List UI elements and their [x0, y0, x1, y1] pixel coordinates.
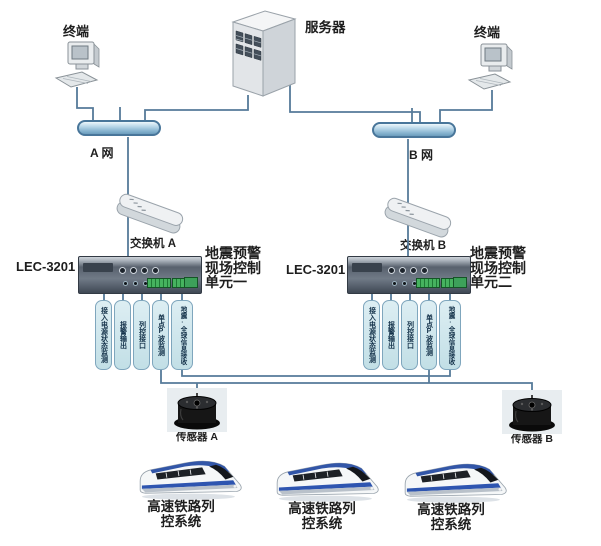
terminal-a-label: 终端: [63, 24, 90, 39]
train-a-icon: [139, 460, 242, 500]
terminal-b-icon: [467, 43, 513, 90]
train-c-label: 高速铁路列 控系统: [417, 502, 485, 532]
terminal-b-label: 终端: [474, 25, 501, 40]
network-a-bus: [77, 120, 161, 136]
sensor-a-label: 传感器 A: [176, 431, 218, 443]
lec-3201-device-a: [78, 256, 202, 294]
module-card: 地震·全球信息接收: [439, 300, 461, 370]
train-b-label: 高速铁路列 控系统: [288, 501, 356, 531]
module-card: 单点P波监测: [152, 300, 169, 370]
module-cards-b: 接入电源状态监测 报警输出 列控接口 单点P波监测 地震·全球信息接收: [363, 300, 461, 370]
network-b-label: B 网: [409, 148, 434, 162]
links-unit-b-modules: [371, 292, 451, 300]
unit-b-title: 地震预警 现场控制 单元二: [470, 245, 526, 291]
train-b-icon: [276, 462, 379, 502]
train-a-label: 高速铁路列 控系统: [147, 499, 215, 529]
link-server-net-b: [289, 82, 421, 122]
sensor-b-icon: [502, 390, 562, 434]
inter-unit-link: [181, 370, 451, 377]
switch-b-icon: [384, 197, 452, 238]
sensor-a-icon: [167, 388, 227, 432]
switch-a-icon: [116, 193, 184, 234]
module-card: 报警输出: [382, 300, 399, 370]
module-cards-a: 接入电源状态监测 报警输出 列控接口 单点P波监测 地震·全球信息接收: [95, 300, 193, 370]
module-card: 列控接口: [133, 300, 150, 370]
unit-a-title: 地震预警 现场控制 单元一: [205, 245, 261, 291]
module-card: 地震·全球信息接收: [171, 300, 193, 370]
server-icon: [231, 10, 297, 97]
train-c-icon: [404, 463, 507, 503]
lec-3201-device-b: [347, 256, 471, 294]
unit-b-model-label: LEC-3201: [286, 262, 346, 277]
sensor-b-label: 传感器 B: [511, 433, 553, 445]
unit-a-model-label: LEC-3201: [16, 259, 76, 274]
link-terminal-a-net-a: [76, 87, 94, 121]
links-unit-a-modules: [103, 292, 183, 300]
module-card: 接入电源状态监测: [363, 300, 380, 370]
network-a-label: A 网: [90, 146, 114, 160]
switch-a-label: 交换机 A: [130, 238, 176, 250]
module-card: 单点P波监测: [420, 300, 437, 370]
link-server-net-a: [144, 95, 249, 121]
link-terminal-b-net-b: [439, 90, 493, 122]
module-card: 报警输出: [114, 300, 131, 370]
sensor-bus: [160, 370, 533, 390]
network-b-bus: [372, 122, 456, 138]
module-card: 接入电源状态监测: [95, 300, 112, 370]
terminal-a-icon: [54, 41, 100, 88]
server-label: 服务器: [305, 20, 346, 35]
module-card: 列控接口: [401, 300, 418, 370]
